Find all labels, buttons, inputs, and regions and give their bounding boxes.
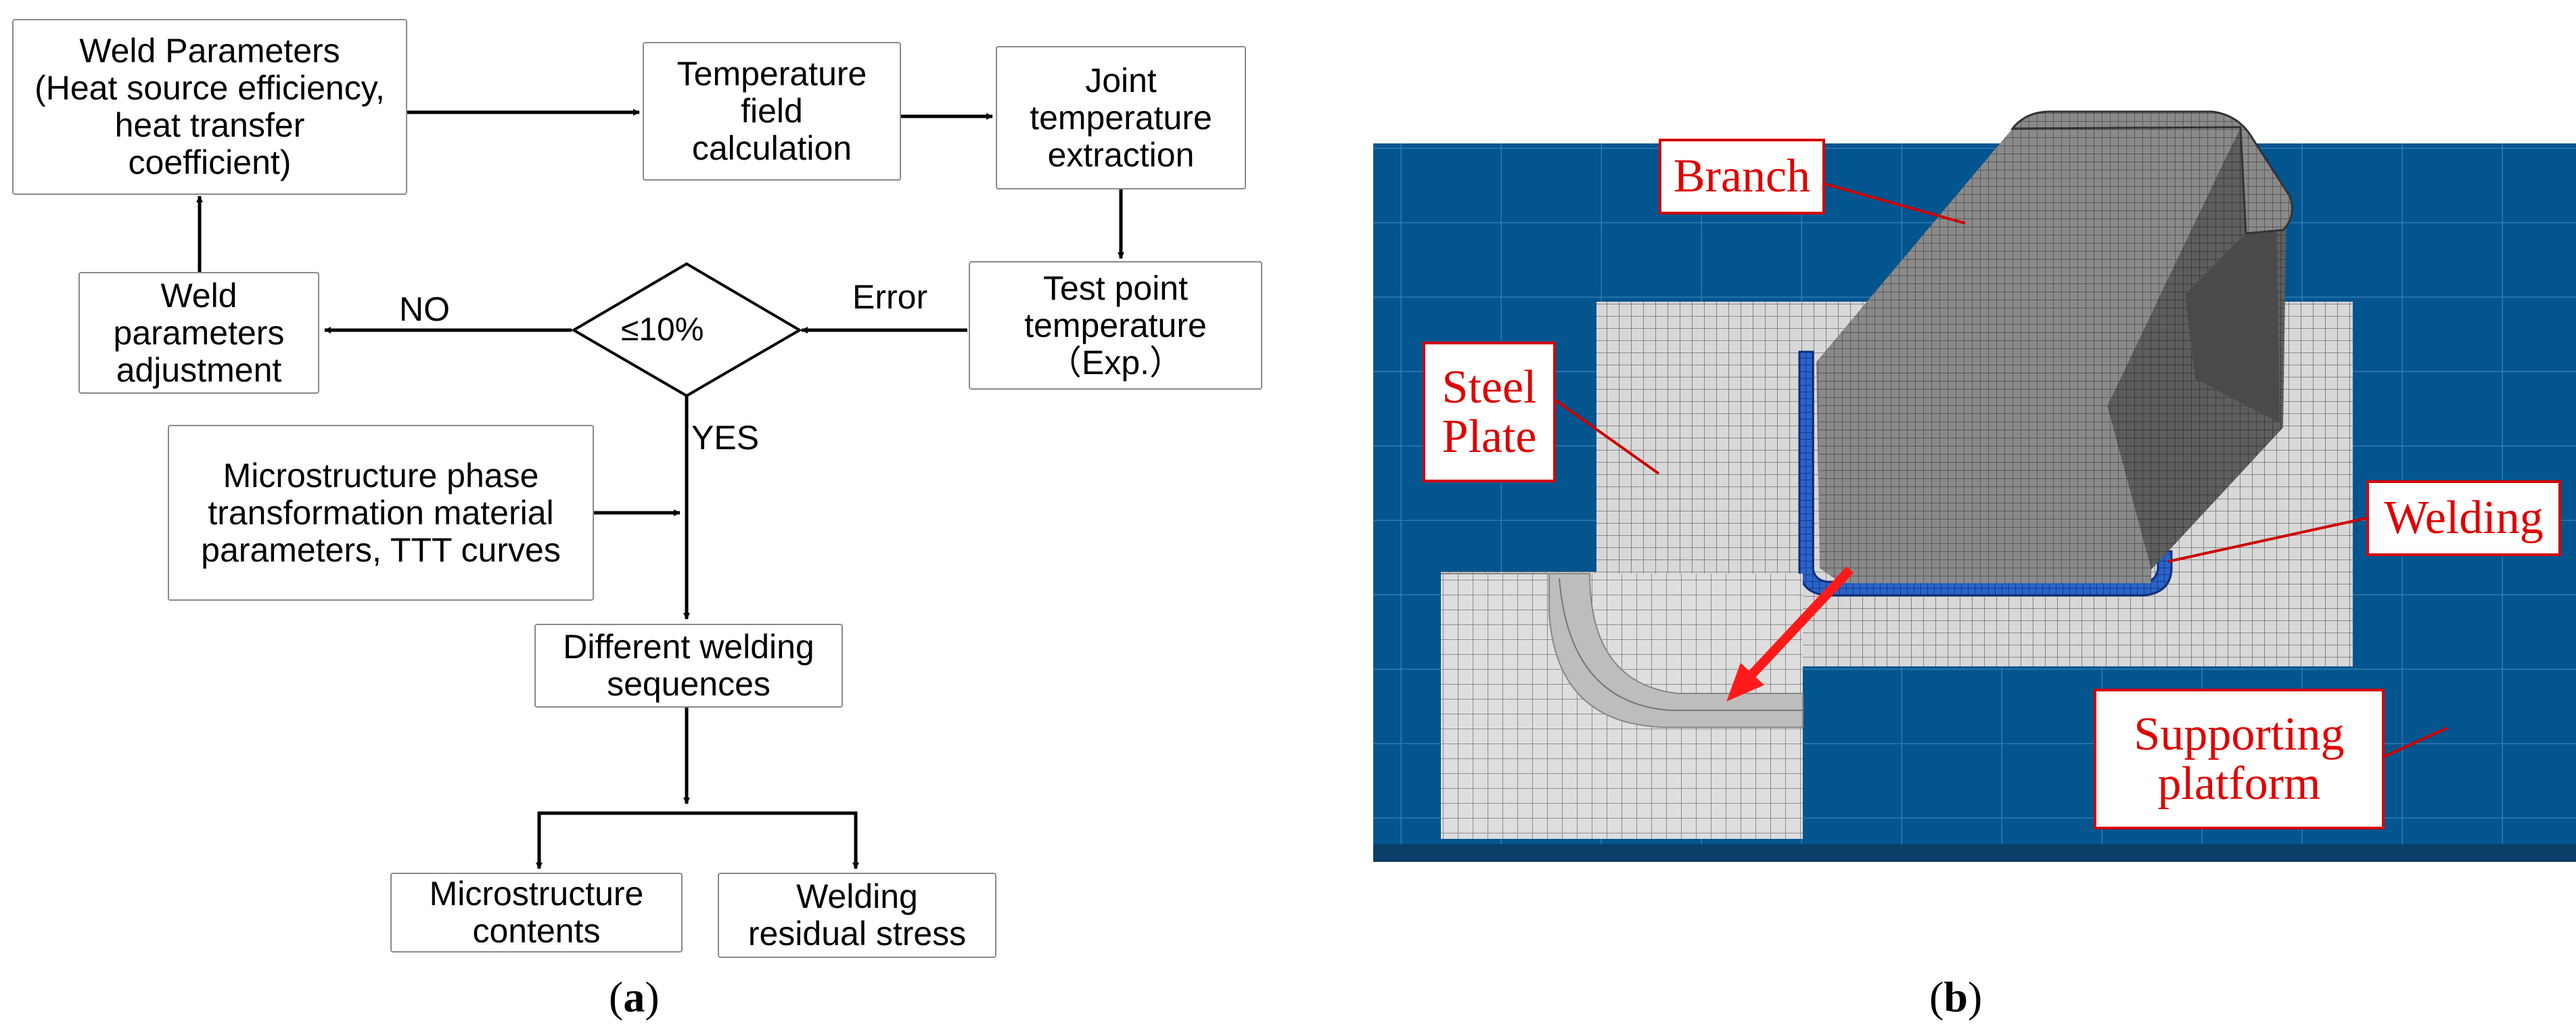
yes-label: YES <box>691 419 760 457</box>
leader-supporting-platform <box>2384 727 2448 758</box>
branch-inner-face <box>2185 203 2280 423</box>
residual-stress-box: Welding residual stress <box>718 873 996 958</box>
callout-steel-plate: Steel Plate <box>1423 342 1556 482</box>
callout-welding: Welding <box>2366 480 2561 556</box>
leader-steel-plate <box>1555 399 1660 475</box>
error-label: Error <box>852 278 928 316</box>
weld-parameters-box: Weld Parameters (Heat source efficiency,… <box>12 19 407 195</box>
test-point-box: Test point temperature （Exp.） <box>969 261 1262 390</box>
caption-b: (b) <box>1929 973 1983 1021</box>
no-label: NO <box>399 290 450 328</box>
inset-mesh-lines <box>1559 578 1803 711</box>
callout-supporting-platform: Supporting platform <box>2094 689 2385 829</box>
red-arrow <box>1726 566 1854 702</box>
weld-bead <box>1798 350 2173 597</box>
joint-temperature-box: Joint temperature extraction <box>996 46 1246 189</box>
leader-branch <box>1824 183 1966 225</box>
callout-branch: Branch <box>1659 139 1825 214</box>
inset-fillet <box>1441 573 1803 728</box>
microstructure-contents-box: Microstructure contents <box>390 873 683 953</box>
branch-left-face <box>1816 127 2240 583</box>
microstructure-params-box: Microstructure phase transformation mate… <box>168 425 594 601</box>
decision-diamond <box>571 262 802 398</box>
temperature-field-box: Temperature field calculation <box>643 42 901 181</box>
platform-edge <box>1373 844 2576 862</box>
weld-adjustment-box: Weld parameters adjustment <box>78 272 319 394</box>
welding-sequences-box: Different welding sequences <box>534 624 843 708</box>
leader-welding <box>2167 517 2367 563</box>
caption-a: (a) <box>609 973 660 1021</box>
decision-label: ≤10% <box>621 312 704 348</box>
branch-top-rim <box>2010 110 2293 235</box>
